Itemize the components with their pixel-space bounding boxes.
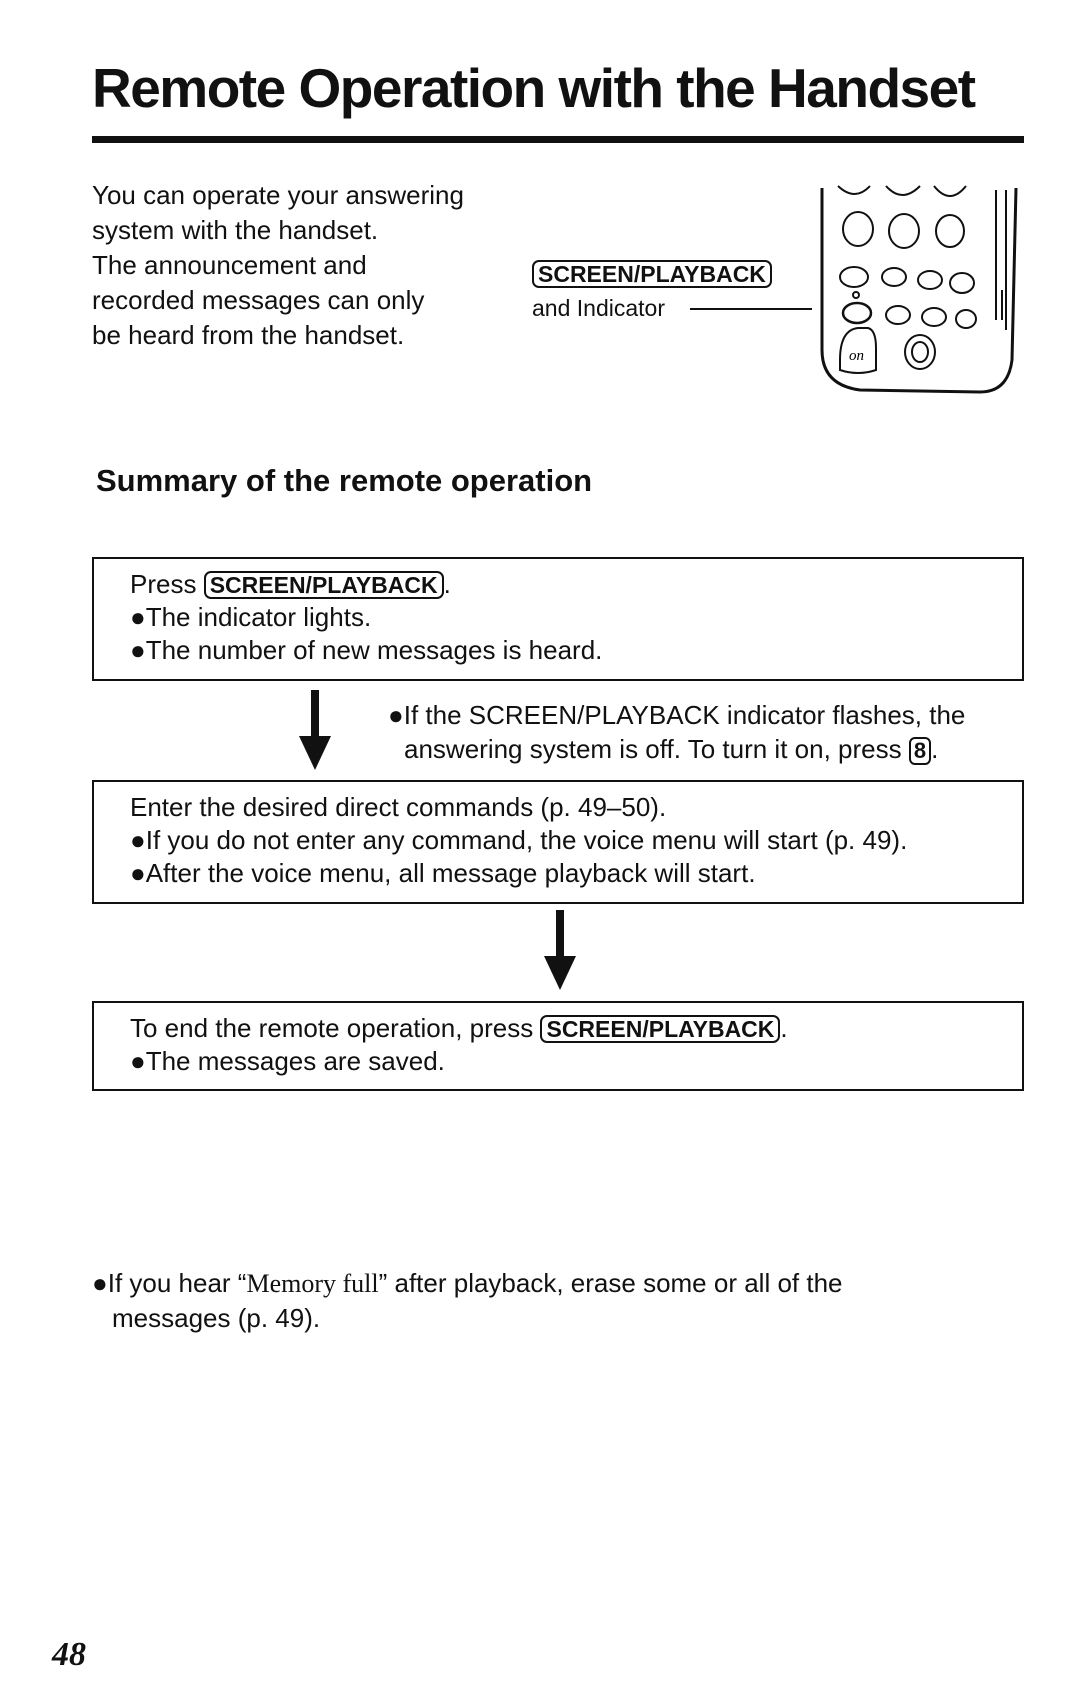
title-rule: [92, 136, 1024, 143]
note-line: messages (p. 49).: [112, 1303, 321, 1333]
screen-playback-key-label: SCREEN/PLAYBACK: [203, 571, 444, 600]
key-8-label: 8: [908, 737, 932, 766]
section-heading: Summary of the remote operation: [96, 463, 593, 498]
keypad-button: [842, 211, 874, 247]
keypad-button: [935, 214, 965, 248]
punctuation: .: [931, 734, 939, 764]
handset-body-outline: [820, 187, 1018, 394]
indicator-light: [852, 291, 860, 299]
bullet-text: The number of new messages is heard.: [145, 635, 603, 665]
step-3-text: To end the remote operation, press: [130, 1013, 534, 1043]
bullet-item: ●The indicator lights.: [130, 601, 1022, 634]
keypad-button: [921, 307, 947, 327]
note-line: ●If you hear “Memory full” after playbac…: [92, 1266, 843, 1301]
screen-playback-key-label: SCREEN/PLAYBACK: [540, 1015, 781, 1044]
bullet-text: After the voice menu, all message playba…: [145, 858, 756, 888]
bullet-icon: ●: [130, 602, 146, 632]
step-3-box: To end the remote operation, press SCREE…: [92, 1001, 1024, 1091]
down-arrow-icon: [299, 690, 331, 770]
handset-side-edge: [995, 190, 1007, 330]
punctuation: .: [443, 569, 451, 599]
off-button: [904, 334, 936, 370]
intro-line: The announcement and: [92, 250, 367, 280]
step-1-box: Press SCREEN/PLAYBACK. ●The indicator li…: [92, 557, 1024, 681]
bullet-text: The indicator lights.: [145, 602, 372, 632]
page-title: Remote Operation with the Handset: [92, 57, 976, 119]
bullet-icon: ●: [130, 635, 146, 665]
intro-line: be heard from the handset.: [92, 320, 405, 350]
bullet-icon: ●: [92, 1268, 108, 1298]
indicator-note: ●If the SCREEN/PLAYBACK indicator flashe…: [388, 698, 965, 766]
bullet-icon: ●: [130, 1046, 146, 1076]
screen-playback-key-label: SCREEN/PLAYBACK: [532, 260, 772, 289]
keypad-button: [885, 305, 911, 325]
bullet-text: The messages are saved.: [145, 1046, 445, 1076]
keypad-button: [881, 267, 907, 287]
note-text: If you hear “: [107, 1268, 247, 1298]
bullet-text: If you do not enter any command, the voi…: [145, 825, 908, 855]
intro-paragraph: You can operate your answering system wi…: [92, 178, 532, 353]
punctuation: .: [780, 1013, 788, 1043]
memory-full-note: ●If you hear “Memory full” after playbac…: [92, 1266, 843, 1335]
step-2-box: Enter the desired direct commands (p. 49…: [92, 780, 1024, 904]
keypad-button: [917, 270, 943, 290]
keypad-button: [888, 213, 920, 249]
note-text: answering system is off. To turn it on, …: [404, 734, 902, 764]
step-2-line: Enter the desired direct commands (p. 49…: [130, 792, 667, 822]
off-button-inner: [911, 341, 929, 363]
note-text: If the SCREEN/PLAYBACK indicator flashes…: [403, 700, 966, 730]
indicator-label: and Indicator: [532, 295, 665, 322]
down-arrow-icon: [544, 910, 576, 990]
step-1-line: Press SCREEN/PLAYBACK.: [130, 568, 1022, 601]
note-text: ” after playback, erase some or all of t…: [378, 1268, 843, 1298]
keypad-button: [839, 266, 869, 288]
indicator-label-text: and Indicator: [532, 295, 665, 321]
step-3-line: To end the remote operation, press SCREE…: [130, 1012, 1022, 1045]
intro-line: recorded messages can only: [92, 285, 425, 315]
talk-button-glyph: on: [849, 348, 864, 364]
memory-full-quote: Memory full: [246, 1269, 379, 1298]
intro-line: system with the handset.: [92, 215, 379, 245]
note-line: answering system is off. To turn it on, …: [388, 732, 965, 766]
handset-callout: SCREEN/PLAYBACK: [532, 260, 772, 289]
bullet-icon: ●: [130, 825, 146, 855]
handset-illustration: on: [690, 185, 1018, 394]
page-number: 48: [52, 1636, 86, 1673]
keypad-button: [949, 272, 975, 294]
bullet-item: ●If you do not enter any command, the vo…: [130, 824, 1022, 857]
bullet-item: ●After the voice menu, all message playb…: [130, 857, 1022, 890]
intro-line: You can operate your answering: [92, 180, 464, 210]
bullet-item: ●The messages are saved.: [130, 1045, 1022, 1078]
press-text: Press: [130, 569, 197, 599]
bullet-icon: ●: [130, 858, 146, 888]
note-line: ●If the SCREEN/PLAYBACK indicator flashe…: [388, 698, 965, 732]
bullet-icon: ●: [388, 700, 404, 730]
bullet-item: ●The number of new messages is heard.: [130, 634, 1022, 667]
keypad-button: [955, 309, 977, 329]
keypad-top-row: [837, 185, 967, 197]
talk-button: [839, 327, 877, 374]
screen-playback-button: [841, 301, 873, 325]
